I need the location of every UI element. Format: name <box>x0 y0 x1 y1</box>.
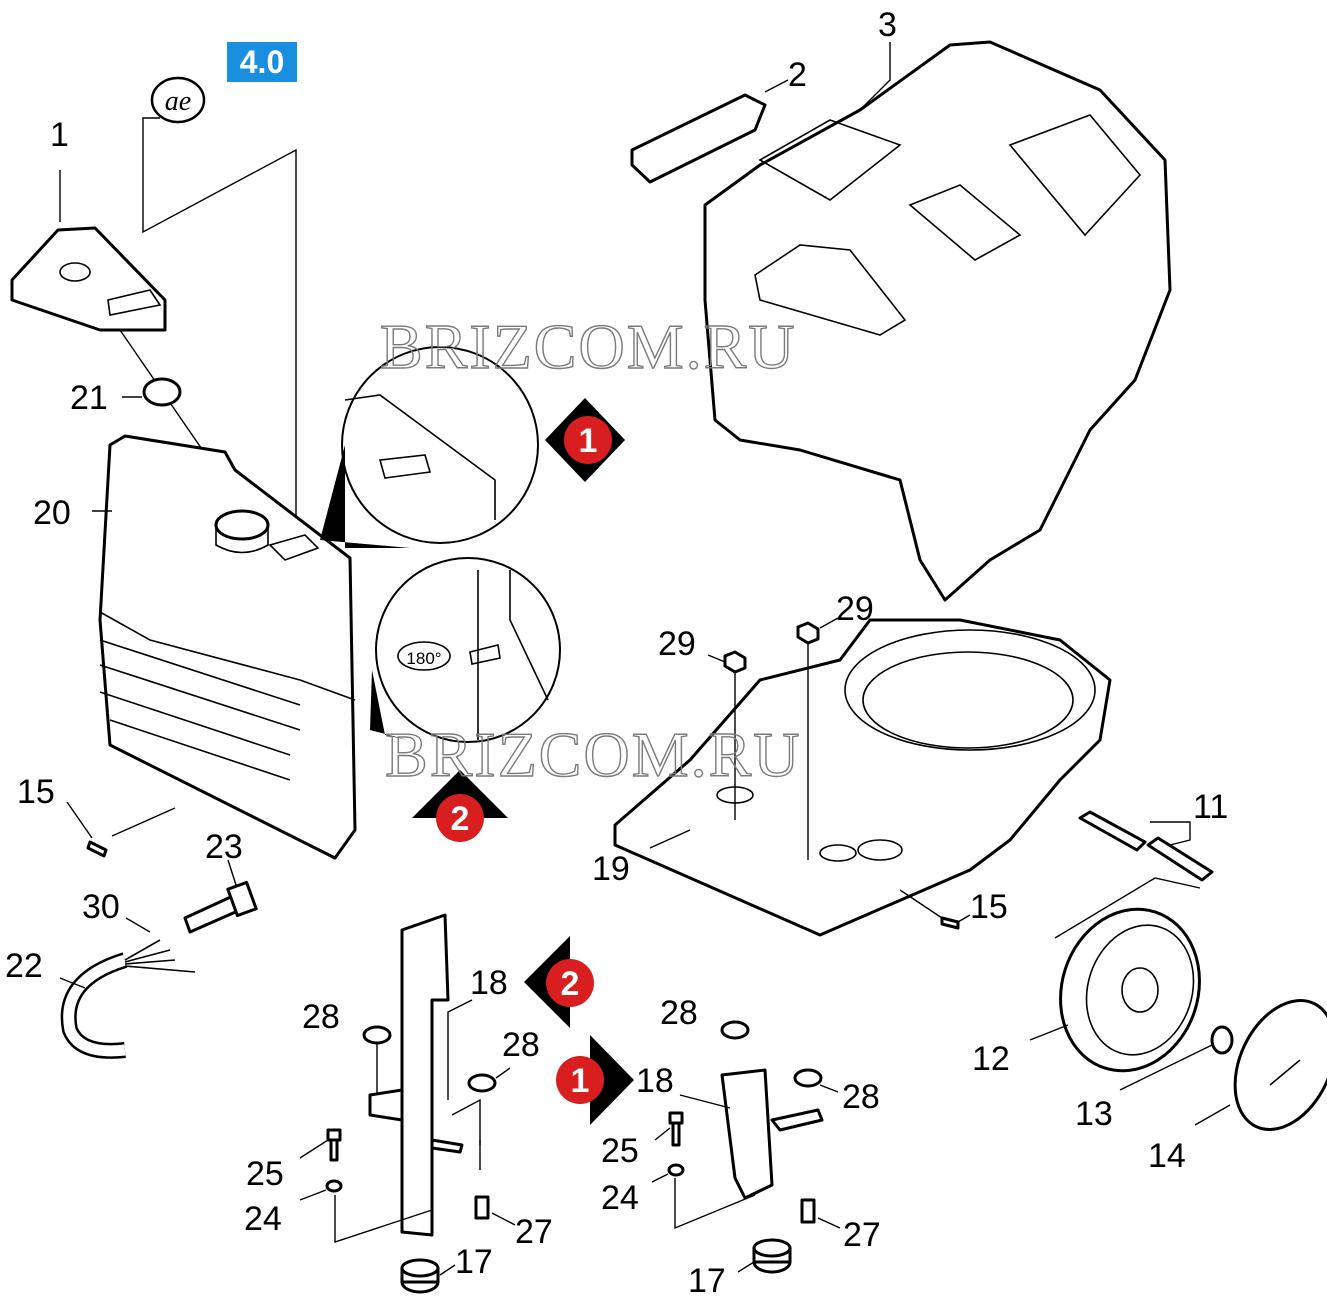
part-20-tank <box>92 434 357 860</box>
callout-17-left: 17 <box>455 1243 493 1281</box>
callout-24-left: 24 <box>244 1200 282 1238</box>
part-19-chassis <box>613 618 1112 937</box>
part-29-nut-b <box>796 621 820 645</box>
callout-29-a: 29 <box>658 625 696 663</box>
part-13-hubcap <box>1210 1025 1234 1055</box>
svg-text:2: 2 <box>561 965 580 1003</box>
part-15-screw-left <box>66 801 176 858</box>
callout-25-left: 25 <box>246 1155 284 1193</box>
svg-text:2: 2 <box>451 800 470 838</box>
part-27-screw-right <box>800 1198 841 1229</box>
callout-13: 13 <box>1075 1095 1113 1133</box>
detail-view-2: 180° <box>370 557 561 743</box>
callout-25-right: 25 <box>601 1132 639 1170</box>
part-17-foot-left <box>400 1258 456 1294</box>
callout-24-right: 24 <box>601 1179 639 1217</box>
step-marker-2-top: 2 <box>412 770 508 842</box>
callout-27-left: 27 <box>515 1213 553 1251</box>
part-15-screw-right <box>940 916 960 930</box>
callout-15-left: 15 <box>17 773 55 811</box>
part-18-bracket-right <box>674 1068 824 1230</box>
step-marker-2-bottom: 2 <box>524 936 594 1028</box>
watermark-top: BRIZCOM.RU <box>380 311 797 382</box>
callout-18-right: 18 <box>636 1062 674 1100</box>
part-25-bolt-right <box>654 1111 684 1147</box>
callout-20: 20 <box>33 494 71 532</box>
part-12-wheel <box>1029 877 1201 1073</box>
part-29-nut-a <box>723 650 747 674</box>
part-28-washer-d <box>793 1068 823 1088</box>
svg-text:1: 1 <box>579 422 598 460</box>
part-17-foot-right <box>737 1238 792 1274</box>
step-marker-1-top: 1 <box>545 398 625 482</box>
callout-30: 30 <box>82 888 120 926</box>
part-18-bracket-left <box>334 913 481 1243</box>
part-2-strip <box>630 79 789 184</box>
part-24-lockwasher-right <box>667 1163 685 1177</box>
svg-text:1: 1 <box>571 1062 590 1100</box>
callout-14: 14 <box>1148 1137 1186 1175</box>
part-28-washer-a <box>362 1025 392 1045</box>
ae-mark-text: ae <box>165 86 191 117</box>
part-28-washer-b <box>467 1073 497 1093</box>
callout-28-d: 28 <box>842 1078 880 1116</box>
callout-3: 3 <box>878 6 897 44</box>
callout-2: 2 <box>788 56 807 94</box>
part-11-axle <box>1078 810 1214 882</box>
part-14-cover <box>1194 999 1327 1131</box>
part-3-hood <box>703 40 1172 602</box>
callout-18-left: 18 <box>470 964 508 1002</box>
ae-mark: ae <box>142 76 297 520</box>
part-1-cap <box>10 170 231 491</box>
part-24-lockwasher-left <box>325 1179 343 1193</box>
callout-28-c: 28 <box>660 994 698 1032</box>
watermark-bottom: BRIZCOM.RU <box>385 719 802 790</box>
callout-27-right: 27 <box>843 1216 881 1254</box>
callout-21: 21 <box>70 379 108 417</box>
part-23-strain-relief <box>183 859 258 934</box>
callout-12: 12 <box>972 1040 1010 1078</box>
callout-17-right: 17 <box>688 1262 726 1300</box>
part-27-screw-left <box>474 1195 516 1226</box>
version-badge: 4.0 <box>227 42 297 82</box>
callout-11: 11 <box>1193 788 1228 826</box>
rotation-note: 180° <box>406 649 441 668</box>
step-marker-1-bottom: 1 <box>556 1035 634 1125</box>
callout-19: 19 <box>592 850 630 888</box>
callout-28-a: 28 <box>302 998 340 1036</box>
part-28-washer-c <box>720 1020 750 1040</box>
callout-23: 23 <box>205 828 243 866</box>
part-21-oring <box>142 377 182 407</box>
detail-view-1 <box>320 346 539 548</box>
callout-22: 22 <box>5 947 43 985</box>
part-25-bolt-left <box>299 1128 342 1162</box>
callout-15-right: 15 <box>970 888 1008 926</box>
callout-28-b: 28 <box>502 1026 540 1064</box>
callout-29-b: 29 <box>836 590 874 628</box>
callout-1: 1 <box>50 116 69 154</box>
part-22-cable <box>59 917 196 1059</box>
